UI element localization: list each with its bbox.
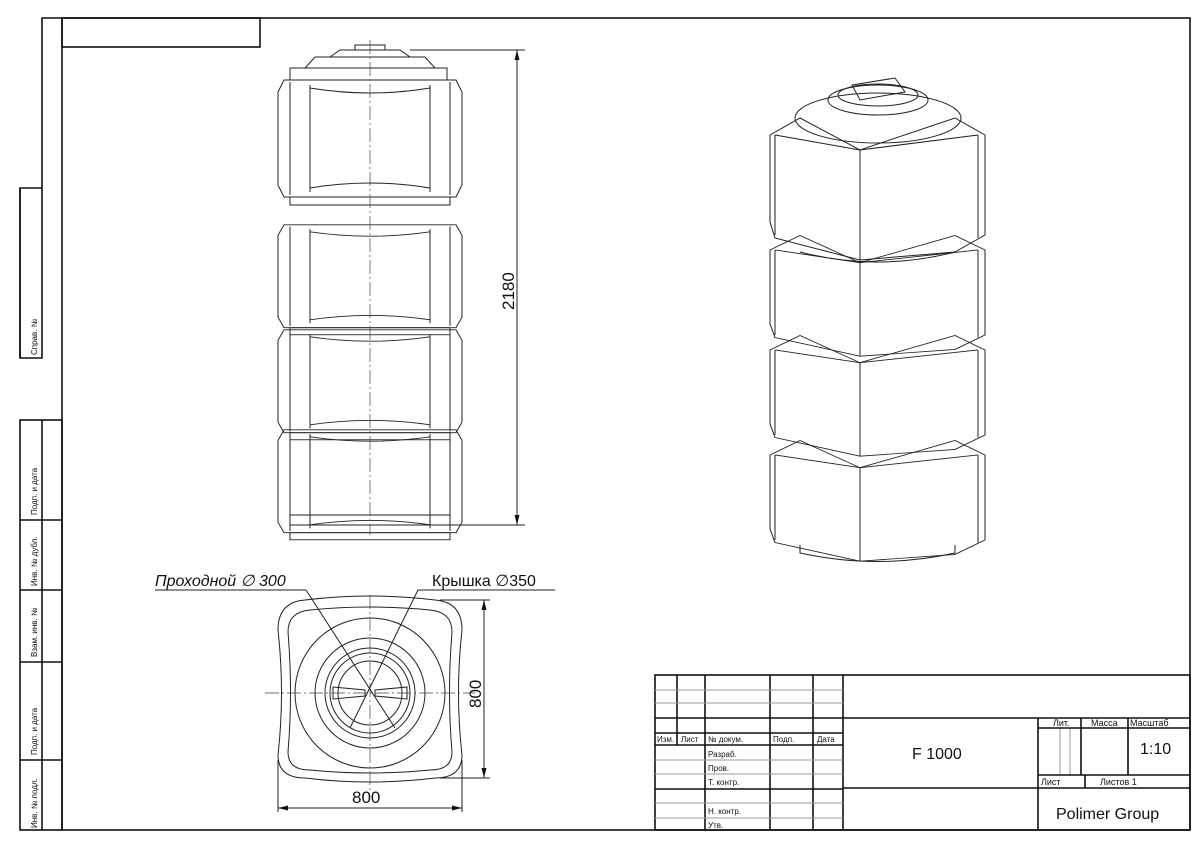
title-block: Изм. Лист № докум. Подп. Дата Разраб. Пр…	[654, 674, 1191, 831]
width-label: 800	[352, 788, 380, 807]
label-podp-data-1: Подп. и дата	[30, 467, 39, 515]
mass-label: Масса	[1091, 718, 1118, 728]
role-razrab: Разраб.	[708, 750, 737, 759]
designation: F 1000	[912, 746, 962, 763]
label-inv-podl: Инв. № подл.	[30, 778, 39, 828]
lit-label: Лит.	[1053, 718, 1070, 728]
label-inv-dubl: Инв. № дубл.	[30, 536, 39, 586]
top-view: Проходной ∅ 300 Крышка ∅350 800 800	[155, 573, 555, 812]
manhole-label: Проходной ∅ 300	[155, 573, 286, 590]
sheet-label: Лист	[1041, 777, 1061, 787]
isometric-view	[769, 77, 986, 562]
top-left-box	[61, 17, 261, 48]
header-doc-no: № докум.	[708, 735, 743, 744]
header-izm: Изм.	[657, 735, 674, 744]
header-podp: Подп.	[773, 735, 794, 744]
height-label: 2180	[499, 272, 518, 310]
depth-label: 800	[466, 680, 485, 708]
front-view	[277, 40, 463, 541]
company-name: Polimer Group	[1056, 806, 1159, 823]
role-n-kontr: Н. контр.	[708, 807, 741, 816]
scale-value: 1:10	[1140, 741, 1171, 758]
role-utv: Утв.	[708, 821, 723, 830]
role-prov: Пров.	[708, 764, 729, 773]
role-t-kontr: Т. контр.	[708, 778, 739, 787]
side-strip: Справ. № Подп. и дата Инв. № дубл. Взам.…	[19, 17, 63, 831]
label-podp-data-2: Подп. и дата	[30, 707, 39, 755]
height-dimension: 2180	[410, 49, 525, 526]
label-vzam-inv: Взам. инв. №	[30, 607, 39, 657]
header-date: Дата	[817, 735, 835, 744]
scale-label: Масштаб	[1130, 718, 1169, 728]
label-sprav: Справ. №	[30, 318, 39, 355]
sheets-label: Листов 1	[1100, 777, 1137, 787]
header-list: Лист	[681, 735, 699, 744]
sheet-frame	[61, 17, 1191, 831]
lid-label: Крышка ∅350	[432, 573, 536, 590]
